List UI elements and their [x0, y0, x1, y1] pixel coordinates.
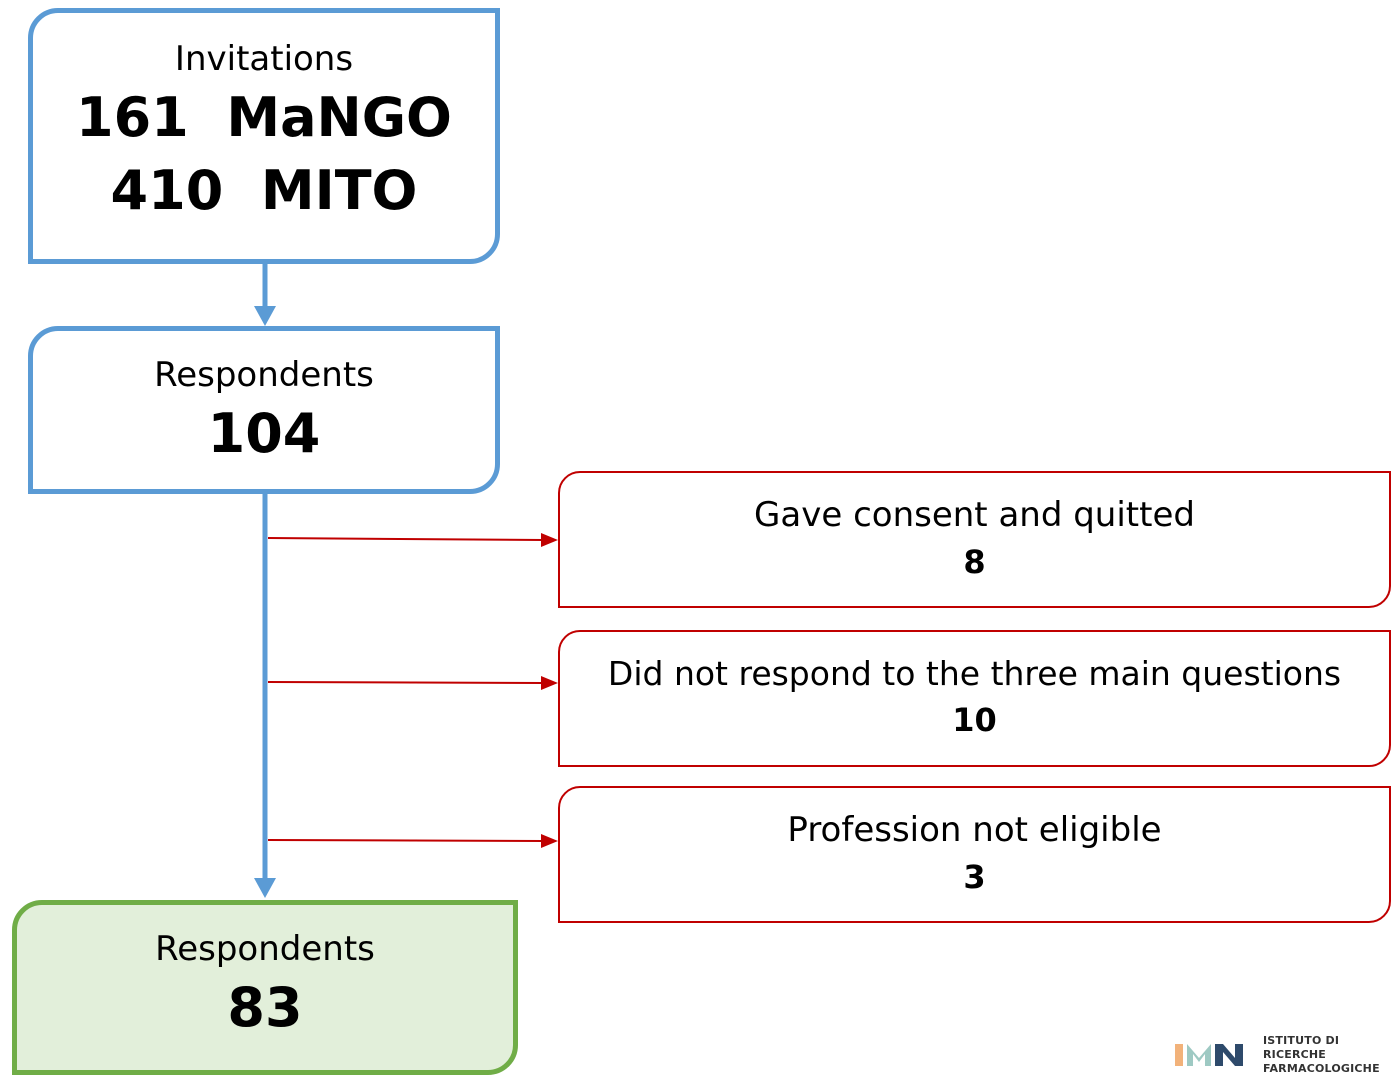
logo-line-2: FARMACOLOGICHE — [1263, 1062, 1380, 1075]
arrowhead-respondents-to-final — [254, 878, 276, 898]
exclusion-box-2: Did not respond to the three main questi… — [558, 630, 1391, 767]
exclusion-label-1: Gave consent and quitted — [754, 495, 1195, 535]
respondents-initial-label: Respondents — [154, 355, 374, 395]
exclusion-count-3: 3 — [963, 857, 986, 896]
respondents-initial-count: 104 — [207, 401, 321, 465]
institute-logo: ISTITUTO DI RICERCHE FARMACOLOGICHE — [1173, 1034, 1397, 1075]
exclusion-box-1: Gave consent and quitted 8 — [558, 471, 1391, 608]
institute-logo-icon — [1175, 1044, 1243, 1066]
respondents-final-label: Respondents — [155, 929, 375, 969]
exclusion-box-3: Profession not eligible 3 — [558, 786, 1391, 923]
logo-line-1: ISTITUTO DI RICERCHE — [1263, 1034, 1340, 1061]
respondents-initial-box: Respondents 104 — [28, 326, 500, 494]
arrowhead-exclusion-2 — [541, 676, 558, 690]
exclusion-count-1: 8 — [963, 542, 986, 581]
arrow-exclusion-3 — [267, 839, 544, 842]
exclusion-count-2: 10 — [952, 700, 997, 739]
invitations-mito: 410 MITO — [110, 158, 418, 222]
exclusion-label-3: Profession not eligible — [787, 810, 1162, 850]
invitations-label: Invitations — [174, 39, 354, 79]
arrow-exclusion-1 — [267, 537, 544, 541]
arrowhead-invitations-to-respondents — [254, 306, 276, 326]
arrow-exclusion-2 — [267, 681, 544, 684]
invitations-mango: 161 MaNGO — [76, 85, 452, 149]
respondents-final-count: 83 — [227, 975, 303, 1039]
arrowhead-exclusion-3 — [541, 834, 558, 848]
exclusion-label-2: Did not respond to the three main questi… — [607, 654, 1342, 693]
institute-logo-text: ISTITUTO DI RICERCHE FARMACOLOGICHE — [1263, 1034, 1397, 1076]
respondents-final-box: Respondents 83 — [12, 900, 518, 1075]
arrowhead-exclusion-1 — [541, 533, 558, 547]
invitations-box: Invitations 161 MaNGO 410 MITO — [28, 8, 500, 264]
